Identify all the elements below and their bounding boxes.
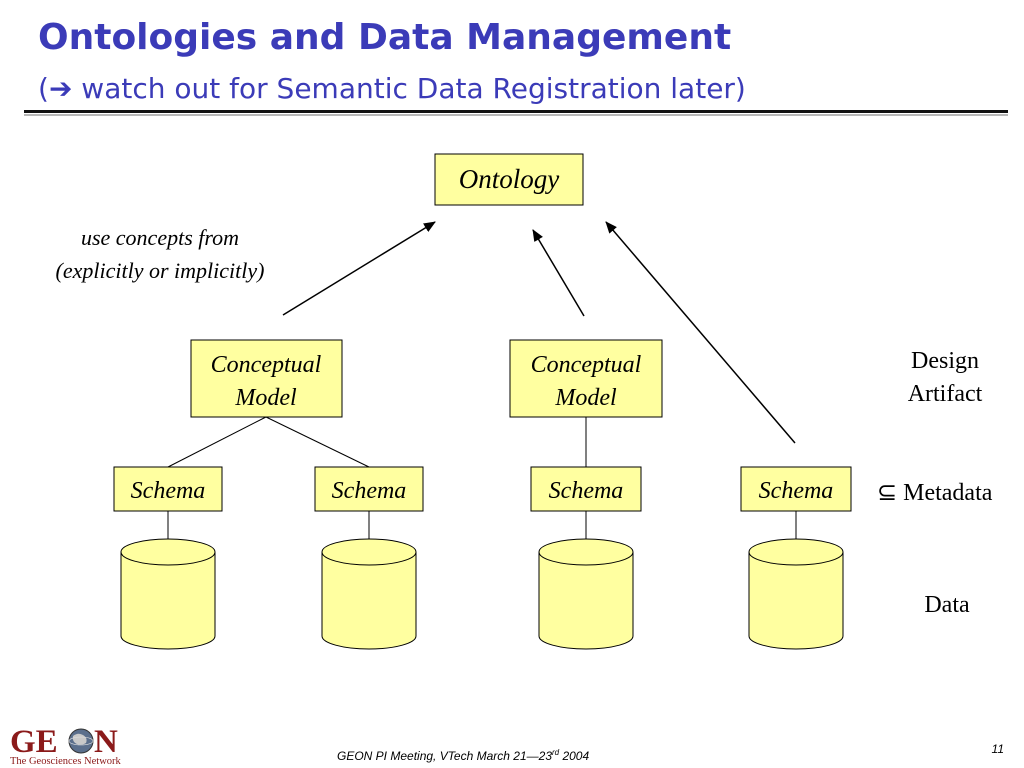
database-icon-4 [748, 538, 844, 650]
schema-4-label: Schema [759, 478, 834, 504]
schema-box-1 [113, 466, 223, 512]
schema-box-2 [314, 466, 424, 512]
slide-subtitle: (➔ watch out for Semantic Data Registrat… [38, 72, 746, 105]
globe-icon [68, 728, 94, 754]
arrow-model2-to-ontology [532, 229, 585, 317]
title-rule-shadow [24, 114, 1008, 116]
conceptual-model-1-line-1: Conceptual [211, 352, 322, 378]
subtitle-text: watch out for Semantic Data Registration… [72, 72, 746, 105]
slide-title: Ontologies and Data Management [38, 17, 732, 58]
subtitle-open-paren: ( [38, 72, 49, 105]
footer-meeting: GEON PI Meeting, VTech March 21—23rd 200… [337, 748, 589, 763]
geon-logo: GE N The Geosciences Network [10, 724, 122, 766]
note-line-1: use concepts from [81, 225, 239, 250]
logo-text-ge: GE [10, 724, 58, 760]
footer-meeting-year: 2004 [559, 749, 590, 763]
footer-meeting-prefix: GEON PI Meeting, VTech March 21—23 [337, 749, 552, 763]
design-label-line-2: Artifact [908, 381, 983, 407]
schema-3-label: Schema [549, 478, 624, 504]
database-icon-3 [538, 538, 634, 650]
schema-1-label: Schema [131, 478, 206, 504]
schema-2-label: Schema [332, 478, 407, 504]
logo-text-n: N [94, 724, 118, 760]
design-label-line-1: Design [911, 348, 979, 374]
data-label: Data [924, 592, 970, 618]
metadata-label: ⊆Metadata [877, 480, 993, 506]
conceptual-model-1-line-2: Model [234, 385, 297, 411]
note-line-2: (explicitly or implicitly) [56, 258, 265, 283]
ontology-box [434, 153, 584, 206]
subset-icon: ⊆ [877, 480, 897, 506]
page-number: 11 [991, 742, 1004, 756]
conceptual-model-2-line-1: Conceptual [531, 352, 642, 378]
conceptual-model-box-2 [509, 339, 663, 418]
footer-meeting-sup: rd [552, 748, 560, 757]
arrow-model1-to-ontology [282, 221, 436, 316]
connector-model1-schema2 [265, 416, 370, 468]
arrow-schema4-to-ontology [605, 221, 796, 444]
database-icon-1 [120, 538, 216, 650]
conceptual-model-box-1 [190, 339, 343, 418]
conceptual-model-2-line-2: Model [554, 385, 617, 411]
right-arrow-icon: ➔ [48, 72, 73, 105]
connector-model1-schema1 [167, 416, 267, 468]
logo-subtitle: The Geosciences Network [10, 756, 122, 766]
database-icon-2 [321, 538, 417, 650]
metadata-text: Metadata [903, 480, 993, 506]
ontology-label: Ontology [459, 164, 560, 194]
title-rule [24, 110, 1008, 113]
